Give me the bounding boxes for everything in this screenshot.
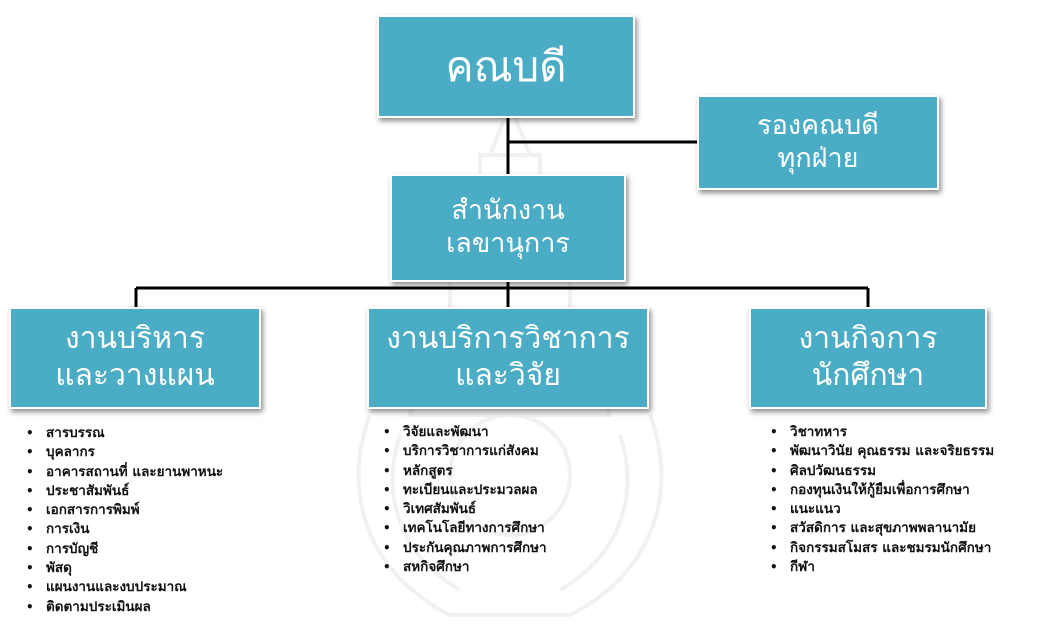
office-label-line1: สำนักงาน xyxy=(451,195,565,227)
student-title-line1: งานกิจการ xyxy=(798,321,938,357)
list-item: แนะแนว xyxy=(770,500,994,520)
admin-title-line2: และวางแผน xyxy=(55,358,215,393)
list-item: วิชาทหาร xyxy=(770,423,994,443)
list-item: สวัสดิการ และสุขภาพพลานามัย xyxy=(770,519,994,539)
vice-dean-label-line2: ทุกฝ่าย xyxy=(777,142,859,174)
list-item: วิเทศสัมพันธ์ xyxy=(383,500,547,520)
list-item: ประกันคุณภาพการศึกษา xyxy=(383,539,547,559)
secretary-office-box: สำนักงาน เลขานุการ xyxy=(390,174,626,282)
list-item: ประชาสัมพันธ์ xyxy=(26,482,223,502)
list-item: การบัญชี xyxy=(26,540,223,560)
list-item: อาคารสถานที่ และยานพาหนะ xyxy=(26,463,223,483)
admin-planning-box: งานบริหาร และวางแผน xyxy=(9,307,261,409)
dean-label: คณบดี xyxy=(445,41,567,91)
student-affairs-list: วิชาทหาร พัฒนาวินัย คุณธรรม และจริยธรรม … xyxy=(770,423,994,578)
list-item: หลักสูตร xyxy=(383,462,547,482)
admin-planning-list: สารบรรณ บุคลากร อาคารสถานที่ และยานพาหนะ… xyxy=(26,424,223,617)
vice-dean-box: รองคณบดี ทุกฝ่าย xyxy=(697,95,939,190)
list-item: วิจัยและพัฒนา xyxy=(383,423,547,443)
student-affairs-box: งานกิจการ นักศึกษา xyxy=(749,307,987,409)
list-item: การเงิน xyxy=(26,520,223,540)
service-title-line1: งานบริการวิชาการ xyxy=(386,321,630,357)
list-item: พัฒนาวินัย คุณธรรม และจริยธรรม xyxy=(770,442,994,462)
academic-service-list: วิจัยและพัฒนา บริการวิชาการแก่สังคม หลัก… xyxy=(383,423,547,578)
list-item: ทะเบียนและประมวลผล xyxy=(383,481,547,501)
student-title-line2: นักศึกษา xyxy=(811,358,925,393)
list-item: ติดตามประเมินผล xyxy=(26,598,223,618)
list-item: สารบรรณ xyxy=(26,424,223,444)
list-item: กองทุนเงินให้กู้ยืมเพื่อการศึกษา xyxy=(770,481,994,501)
academic-service-box: งานบริการวิชาการ และวิจัย xyxy=(367,307,649,409)
list-item: บริการวิชาการแก่สังคม xyxy=(383,442,547,462)
dean-box: คณบดี xyxy=(377,15,635,118)
admin-title-line1: งานบริหาร xyxy=(65,321,205,357)
list-item: พัสดุ xyxy=(26,559,223,579)
list-item: แผนงานและงบประมาณ xyxy=(26,578,223,598)
list-item: ศิลปวัฒนธรรม xyxy=(770,462,994,482)
list-item: กิจกรรมสโมสร และชมรมนักศึกษา xyxy=(770,539,994,559)
vice-dean-label-line1: รองคณบดี xyxy=(757,109,879,141)
list-item: กีฬา xyxy=(770,558,994,578)
service-title-line2: และวิจัย xyxy=(455,358,561,393)
list-item: สหกิจศึกษา xyxy=(383,558,547,578)
list-item: เทคโนโลยีทางการศึกษา xyxy=(383,519,547,539)
office-label-line2: เลขานุการ xyxy=(446,228,570,259)
list-item: เอกสารการพิมพ์ xyxy=(26,501,223,521)
list-item: บุคลากร xyxy=(26,443,223,463)
